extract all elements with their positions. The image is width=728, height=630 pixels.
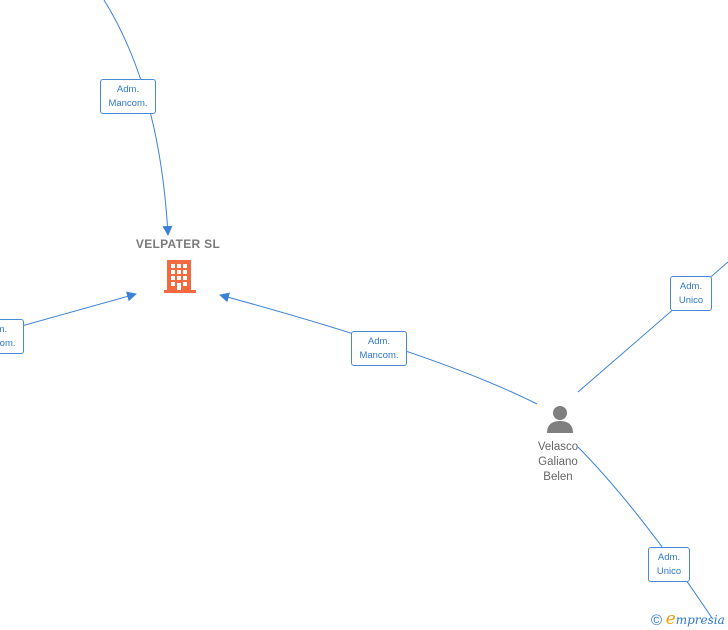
relation-role: Adm. [679, 281, 703, 292]
relation-type: Unico [678, 295, 704, 306]
relation-label-person-company[interactable]: Adm. Mancom. [351, 331, 407, 366]
relation-label-top[interactable]: Adm. Mancom. [100, 79, 156, 114]
relation-type: Mancom. [0, 338, 16, 349]
relation-label-left[interactable]: Adm. Mancom. [0, 319, 24, 354]
building-icon[interactable] [163, 258, 197, 294]
brand-initial: e [665, 609, 676, 629]
relation-type: Mancom. [108, 98, 148, 109]
relation-role: Adm. [657, 552, 681, 563]
edge-top-to-company [103, 0, 173, 236]
company-name[interactable]: VELPATER SL [135, 237, 221, 251]
edge-person-to-bottom-right [577, 446, 713, 619]
person-icon[interactable] [545, 404, 575, 434]
person-name-line: Velasco [537, 441, 579, 453]
relation-label-top-right[interactable]: Adm. Unico [670, 276, 712, 311]
relation-label-bottom-right[interactable]: Adm. Unico [648, 547, 690, 582]
person-name[interactable]: Velasco Galiano Belen [518, 440, 598, 485]
edge-person-to-company [219, 292, 538, 405]
brand-watermark: © empresia [651, 609, 725, 629]
person-name-line: Belen [543, 471, 573, 483]
relation-type: Unico [656, 566, 682, 577]
relation-role: Adm. [116, 84, 140, 95]
copyright-icon: © [651, 612, 663, 629]
relation-role: Adm. [367, 336, 391, 347]
relation-role: Adm. [0, 324, 8, 335]
person-name-line: Galiano [538, 456, 578, 468]
relation-type: Mancom. [359, 350, 399, 361]
brand-name: mpresia [675, 613, 725, 627]
